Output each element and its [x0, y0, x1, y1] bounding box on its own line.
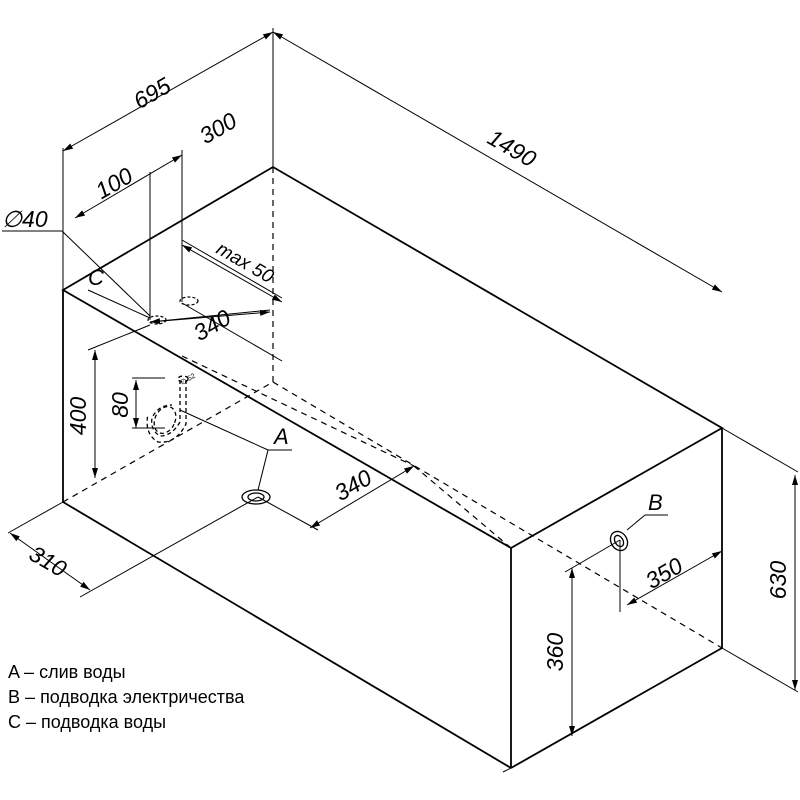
dim-1490: 1490: [483, 124, 540, 172]
legend-key: B: [8, 687, 21, 707]
dim-310: 310: [25, 540, 71, 582]
dim-80: 80: [107, 392, 133, 418]
callout-a: A: [272, 424, 289, 449]
hidden-edges: [62, 167, 723, 649]
overflow-pipe: [146, 375, 189, 443]
dim-340-drain: 340: [330, 464, 376, 506]
water-inlet-holes: [147, 296, 199, 325]
legend-item-a: A – слив воды: [8, 660, 244, 685]
dim-340-inlet: 340: [189, 304, 235, 346]
callout-b: B: [648, 490, 663, 515]
drain-outlet: [241, 489, 271, 505]
legend-text: слив воды: [39, 662, 126, 682]
legend-text: подводка электричества: [40, 687, 245, 707]
dim-100: 100: [91, 162, 137, 204]
dim-400: 400: [65, 397, 91, 436]
electrical-outlet: [609, 530, 629, 552]
dim-695: 695: [129, 72, 175, 114]
legend-item-b: B – подводка электричества: [8, 685, 244, 710]
legend-key: C: [8, 712, 21, 732]
callout-c: C: [88, 265, 104, 290]
water-inlet-hole-1: [147, 315, 167, 325]
dim-360: 360: [542, 633, 568, 672]
callout-leaders: [2, 230, 668, 531]
legend: A – слив воды B – подводка электричества…: [8, 660, 244, 735]
dim-630: 630: [765, 561, 791, 600]
dim-300: 300: [195, 107, 241, 149]
water-inlet-hole-2: [179, 296, 199, 306]
dim-350: 350: [641, 552, 687, 594]
legend-dash: –: [26, 712, 37, 732]
dimension-lines: [9, 31, 798, 736]
drain-small-label: ∅ 52: [180, 373, 197, 387]
legend-item-c: C – подводка воды: [8, 710, 244, 735]
dim-diameter-40: ∅40: [2, 206, 48, 232]
legend-text: подводка воды: [41, 712, 167, 732]
legend-key: A: [8, 662, 20, 682]
legend-dash: –: [24, 662, 35, 682]
legend-dash: –: [25, 687, 36, 707]
